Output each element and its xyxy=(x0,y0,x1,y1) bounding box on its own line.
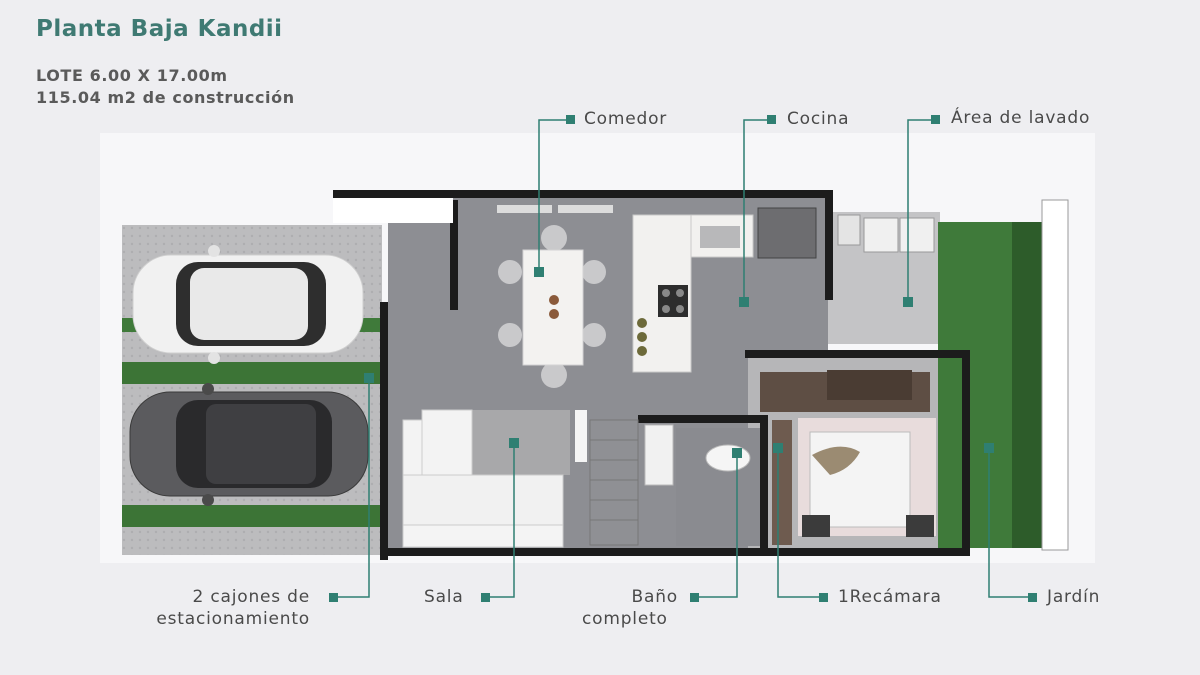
label-bano: Baño completo xyxy=(582,586,682,630)
callout-lines xyxy=(334,119,1031,598)
window xyxy=(558,205,613,213)
callout-cocina xyxy=(743,119,770,302)
label-estacionamiento-line1: 2 cajones de xyxy=(192,587,310,607)
lot-size: LOTE 6.00 X 17.00m xyxy=(36,66,228,85)
callout-estacionamiento xyxy=(334,378,370,598)
label-bano-line1: Baño xyxy=(631,587,678,607)
side-table xyxy=(575,410,587,462)
bathroom xyxy=(644,424,760,546)
page-title: Planta Baja Kandii xyxy=(36,16,283,42)
label-estacionamiento-line2: estacionamiento xyxy=(156,609,310,629)
callout-comedor xyxy=(538,119,566,272)
grass-strip xyxy=(122,362,382,384)
label-bano-line2: completo xyxy=(582,609,668,629)
white-car xyxy=(132,245,364,364)
exterior-ledge xyxy=(333,198,453,223)
callout-lavado xyxy=(907,119,934,302)
label-recamara: 1Recámara xyxy=(838,587,942,607)
garden xyxy=(938,199,1069,551)
label-cocina: Cocina xyxy=(787,109,850,129)
kitchen xyxy=(632,207,817,373)
callout-sala xyxy=(485,443,515,598)
walls xyxy=(333,190,970,560)
living-sofa xyxy=(402,409,570,548)
label-sala: Sala xyxy=(424,587,464,607)
stairs xyxy=(589,419,639,546)
marker xyxy=(509,438,519,448)
label-estacionamiento: 2 cajones de estacionamiento xyxy=(134,586,310,630)
label-jardin: Jardín xyxy=(1047,587,1101,607)
marker xyxy=(364,373,374,383)
marker xyxy=(773,443,783,453)
callout-recamara xyxy=(777,448,822,598)
marker xyxy=(984,443,994,453)
bedroom xyxy=(760,370,936,545)
callout-jardin xyxy=(988,448,1031,598)
window xyxy=(497,205,552,213)
label-comedor: Comedor xyxy=(584,109,668,129)
construction-area: 115.04 m2 de construcción xyxy=(36,88,295,107)
dining-table xyxy=(498,225,606,388)
laundry-appliances xyxy=(837,214,935,253)
marker xyxy=(903,297,913,307)
callout-markers xyxy=(329,115,1037,602)
hedge xyxy=(1012,222,1042,548)
gray-car xyxy=(129,383,369,506)
label-lavado: Área de lavado xyxy=(951,108,1091,128)
marker xyxy=(732,448,742,458)
callout-bano xyxy=(694,453,738,598)
marker xyxy=(739,297,749,307)
marker xyxy=(534,267,544,277)
grass-strip xyxy=(122,505,382,527)
